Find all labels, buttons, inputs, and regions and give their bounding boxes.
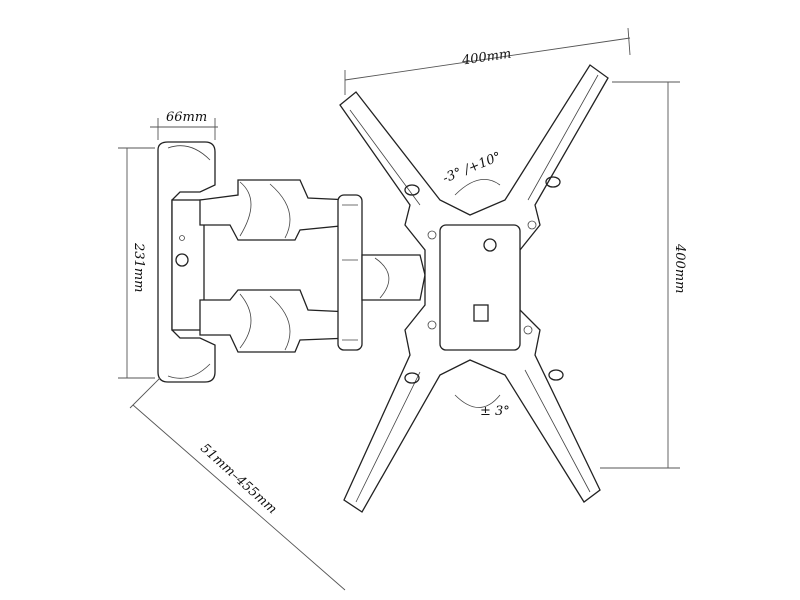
tilt-angle-label: -3° /+10° <box>441 149 504 186</box>
articulating-arms <box>199 179 426 353</box>
rotation-arrow-icon <box>454 394 501 408</box>
extension-label: 51mm–455mm <box>197 441 279 517</box>
width-dimension-label: 400mm <box>460 47 512 69</box>
wall-plate <box>157 141 216 383</box>
rotation-angle-label: ± 3° <box>480 404 510 419</box>
wall-plate-width-label: 66mm <box>166 110 207 125</box>
tilt-arrow-icon <box>454 178 501 196</box>
vesa-bracket <box>339 64 609 513</box>
height-dimension-label: 400mm <box>672 243 687 293</box>
wall-plate-height-label: 231mm <box>131 242 146 292</box>
dimension-lines <box>118 27 680 591</box>
